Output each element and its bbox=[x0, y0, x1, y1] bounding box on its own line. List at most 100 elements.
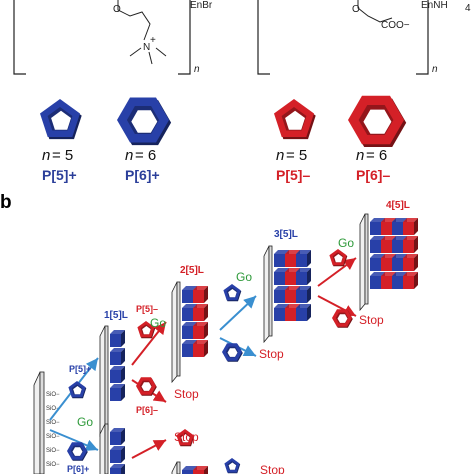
stack-stage-4 bbox=[359, 213, 418, 312]
free-ring-p5plus-2 bbox=[223, 284, 242, 302]
ring-caption-p6minus: n = 6 P[6]– bbox=[356, 147, 390, 183]
stacked-ring bbox=[403, 218, 418, 235]
ring-icon-p6minus bbox=[348, 95, 407, 147]
stacked-ring bbox=[193, 322, 208, 339]
free-ring-p6minus-2 bbox=[332, 309, 353, 328]
arrow-go-3 bbox=[219, 295, 257, 331]
free-ring-p5minus-2 bbox=[329, 249, 348, 267]
stacked-ring bbox=[193, 286, 208, 303]
oxygen-atom-anion: O bbox=[352, 4, 360, 15]
panel-b-labels: 1[5]L 2[5]L 3[5]L 4[5]L P[5]+ P[6]+ P[5]… bbox=[67, 200, 410, 474]
stacked-ring bbox=[403, 272, 418, 289]
oxygen-atom: O bbox=[113, 4, 121, 15]
stack-stage-2-plate bbox=[171, 281, 181, 384]
sio-label: SiO− bbox=[46, 462, 60, 468]
ring-name-p5plus: P[5]+ bbox=[42, 167, 77, 183]
stacked-ring bbox=[110, 384, 125, 401]
ring-icon-p5minus bbox=[274, 99, 316, 140]
sio-label: SiO− bbox=[46, 448, 60, 454]
stage-label-4: 4[5]L bbox=[386, 200, 410, 211]
go-label-2: Go bbox=[150, 316, 166, 330]
arrow-go-2 bbox=[131, 321, 167, 366]
svg-text:n: n bbox=[276, 147, 284, 164]
ring-caption-p6plus: n = 6 P[6]+ bbox=[125, 147, 160, 183]
step-label-p6minus: P[6]– bbox=[136, 405, 158, 415]
stacked-ring bbox=[296, 286, 311, 303]
free-ring-p6plus bbox=[67, 442, 88, 461]
step-label-p5plus: P[5]+ bbox=[69, 364, 91, 374]
free-ring-p5plus bbox=[68, 381, 87, 399]
stacked-ring bbox=[403, 254, 418, 271]
cationic-polymer-structure: O N + EnBr n bbox=[13, 0, 213, 75]
svg-text:n: n bbox=[356, 147, 364, 164]
ring-name-p5minus: P[5]– bbox=[276, 167, 310, 183]
stacked-ring bbox=[193, 304, 208, 321]
arrow-go-1b bbox=[49, 429, 99, 451]
free-ring-p5plus-3 bbox=[224, 458, 241, 474]
svg-text:= 6: = 6 bbox=[366, 147, 387, 164]
stop-label-4: Stop bbox=[359, 313, 384, 327]
stack-stage-1 bbox=[99, 325, 125, 438]
stack-p6-branch-plate bbox=[99, 423, 109, 474]
stacked-ring bbox=[296, 304, 311, 321]
stacked-ring bbox=[110, 446, 125, 463]
anion-counterion-sub: 4 bbox=[465, 3, 471, 14]
stage-label-3: 3[5]L bbox=[274, 229, 298, 240]
go-label-4: Go bbox=[338, 236, 354, 250]
stacked-ring bbox=[403, 236, 418, 253]
pillararene-rings bbox=[40, 95, 407, 147]
sio-label: SiO− bbox=[46, 420, 60, 426]
stacked-ring bbox=[110, 366, 125, 383]
anion-counterion: EnNH bbox=[421, 0, 448, 11]
stack-stage-3 bbox=[263, 245, 311, 344]
stage-label-2: 2[5]L bbox=[180, 265, 204, 276]
repeat-n-anion: n bbox=[432, 64, 438, 75]
anionic-polymer-structure: O COO− EnNH 4 n bbox=[257, 0, 471, 75]
sio-label: SiO− bbox=[46, 392, 60, 398]
sio-label: SiO− bbox=[46, 406, 60, 412]
stacked-ring bbox=[296, 250, 311, 267]
step-label-p6plus: P[6]+ bbox=[67, 464, 89, 474]
free-ring-p5minus-3 bbox=[176, 429, 195, 447]
panel-a: O N + EnBr n O COO− EnNH 4 n n = 5 P[5]+ bbox=[13, 0, 471, 183]
stacked-ring bbox=[296, 268, 311, 285]
ring-stacks bbox=[99, 213, 418, 474]
ring-icon-p6plus bbox=[117, 97, 172, 146]
stop-label-3: Stop bbox=[259, 347, 284, 361]
go-label-3: Go bbox=[236, 270, 252, 284]
stop-label-1: Stop bbox=[174, 387, 199, 401]
ring-icon-p5plus bbox=[40, 99, 82, 140]
arrow-stop-2 bbox=[131, 439, 167, 459]
stacked-ring bbox=[110, 348, 125, 365]
svg-text:= 5: = 5 bbox=[52, 147, 73, 164]
panel-b-label: b bbox=[0, 192, 12, 213]
carboxylate-group: COO− bbox=[381, 20, 410, 31]
free-ring-p6plus-2 bbox=[222, 343, 243, 362]
stack-stage-1-plate bbox=[99, 325, 109, 438]
ring-caption-p5plus: n = 5 P[5]+ bbox=[42, 147, 77, 183]
positive-charge: + bbox=[150, 35, 156, 46]
stack-stage-3-plate bbox=[263, 245, 273, 344]
arrow-stop-4 bbox=[317, 295, 357, 317]
stacked-ring bbox=[193, 340, 208, 357]
surface-groups: SiO− SiO− SiO− SiO− SiO− SiO− bbox=[46, 392, 60, 468]
sio-label: SiO− bbox=[46, 434, 60, 440]
svg-text:n: n bbox=[125, 147, 133, 164]
stacked-ring bbox=[110, 330, 125, 347]
free-rings bbox=[67, 249, 353, 474]
stacked-ring bbox=[110, 428, 125, 445]
svg-text:n: n bbox=[42, 147, 50, 164]
svg-text:= 5: = 5 bbox=[286, 147, 307, 164]
stack-lower bbox=[171, 461, 208, 474]
stop-label-2: Stop bbox=[174, 430, 199, 444]
ring-name-p6plus: P[6]+ bbox=[125, 167, 160, 183]
nitrogen-atom: N bbox=[143, 42, 150, 53]
repeat-n-cation: n bbox=[194, 64, 200, 75]
arrow-go-4 bbox=[317, 257, 357, 287]
stack-p6-branch bbox=[99, 423, 125, 474]
cation-counterion: EnBr bbox=[190, 0, 213, 11]
free-ring-p5minus bbox=[137, 321, 156, 339]
stack-stage-2 bbox=[171, 281, 208, 384]
free-ring-p6minus bbox=[136, 377, 157, 396]
